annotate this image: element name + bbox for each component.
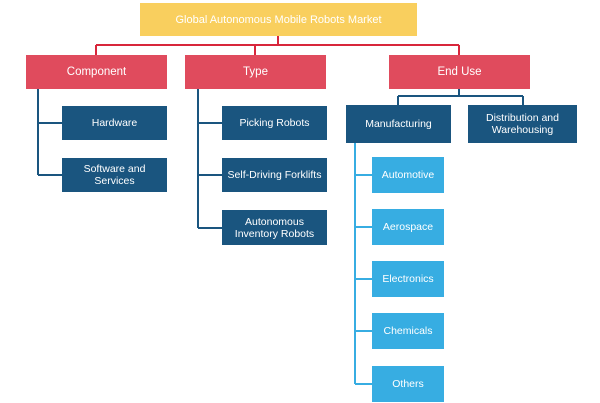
category-type-label: Type	[243, 66, 268, 78]
type-item-label: Picking Robots	[239, 117, 310, 129]
manufacturing-sub-item-electronics: Electronics	[372, 261, 444, 297]
category-component: Component	[26, 55, 167, 89]
component-item-label: Hardware	[91, 117, 138, 129]
manufacturing-sub-item-others: Others	[372, 366, 444, 402]
end-use-item-label: Distribution and Warehousing	[486, 112, 559, 136]
end-use-connectors	[397, 89, 524, 105]
sub-item-label: Others	[392, 378, 424, 390]
end-use-item-manufacturing: Manufacturing	[346, 105, 451, 143]
type-item-picking-robots: Picking Robots	[222, 106, 327, 140]
manufacturing-connectors	[354, 143, 372, 385]
type-item-label: Self-Driving Forklifts	[227, 169, 322, 181]
component-connectors	[37, 89, 62, 176]
type-item-self-driving-forklifts: Self-Driving Forklifts	[222, 158, 327, 192]
end-use-item-label: Manufacturing	[365, 118, 432, 130]
category-component-label: Component	[66, 66, 127, 78]
sub-item-label: Electronics	[382, 273, 434, 285]
manufacturing-sub-item-chemicals: Chemicals	[372, 313, 444, 349]
component-item-software-and-services: Software and Services	[62, 158, 167, 192]
root-connectors	[95, 36, 460, 55]
type-item-label: Autonomous Inventory Robots	[234, 215, 315, 240]
category-end-use-label: End Use	[437, 66, 482, 78]
category-type: Type	[185, 55, 326, 89]
type-connectors	[197, 89, 222, 229]
sub-item-label: Chemicals	[383, 325, 433, 337]
root-label: Global Autonomous Mobile Robots Market	[175, 13, 382, 26]
root-node: Global Autonomous Mobile Robots Market	[140, 3, 417, 36]
category-end-use: End Use	[389, 55, 530, 89]
sub-item-label: Automotive	[381, 169, 435, 181]
component-item-label: Software and Services	[83, 163, 146, 187]
manufacturing-sub-item-automotive: Automotive	[372, 157, 444, 193]
type-item-autonomous-inventory-robots: Autonomous Inventory Robots	[222, 210, 327, 245]
component-item-hardware: Hardware	[62, 106, 167, 140]
sub-item-label: Aerospace	[382, 221, 434, 233]
end-use-item-distribution-and-warehousing: Distribution and Warehousing	[468, 105, 577, 143]
manufacturing-sub-item-aerospace: Aerospace	[372, 209, 444, 245]
